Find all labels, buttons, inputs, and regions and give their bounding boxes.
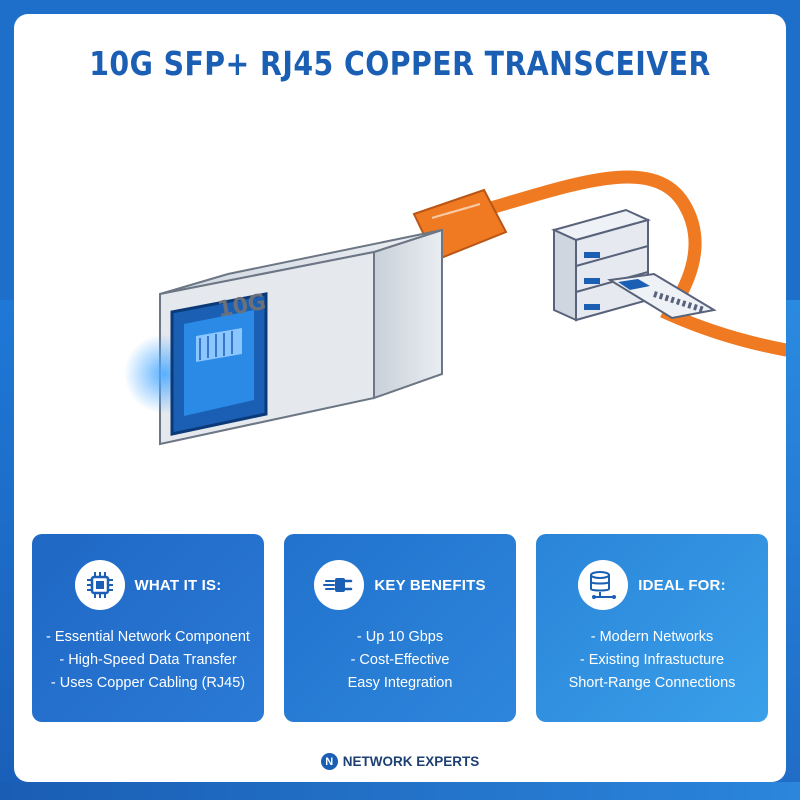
card-line: - Up 10 Gbps (356, 629, 444, 645)
brand-logo-icon: N (320, 753, 338, 770)
server-stack-icon (578, 560, 629, 610)
bottom-background-band (0, 782, 800, 800)
card-line: Short-Range Connections (568, 675, 736, 691)
card-line: - Existing Infrastucture (579, 652, 725, 668)
card-title: WHAT IT IS: (134, 576, 222, 594)
card-line: Easy Integration (347, 675, 453, 691)
card-line: - Essential Network Component (46, 629, 250, 645)
card-line: - Cost-Effective (350, 652, 450, 668)
card-title: IDEAL FOR: (638, 576, 726, 594)
infographic-canvas: 10G SFP+ RJ45 COPPER TRANSCEIVER (14, 14, 786, 782)
server-stack (551, 208, 651, 322)
card-title: KEY BENEFITS (374, 576, 486, 594)
plug-icon (314, 560, 365, 610)
page-title: 10G SFP+ RJ45 COPPER TRANSCEIVER (89, 44, 711, 83)
rj45-plug (607, 272, 717, 320)
card-line: - Uses Copper Cabling (RJ45) (50, 675, 246, 691)
chip-icon (74, 560, 125, 610)
card-line: - High-Speed Data Transfer (59, 652, 237, 668)
orange-cable (477, 170, 786, 357)
card-ideal-for: IDEAL FOR: - Modern Networks - Existing … (536, 534, 768, 722)
card-key-benefits: KEY BENEFITS - Up 10 Gbps - Cost-Effecti… (284, 534, 516, 722)
card-line: - Modern Networks (590, 629, 714, 645)
transceiver-illustration: 10G (124, 170, 786, 446)
card-what-it-is: WHAT IT IS: - Essential Network Componen… (32, 534, 264, 722)
brand-name: NETWORK EXPERTS (342, 754, 480, 769)
sfp-module (124, 228, 443, 446)
footer-brand: N NETWORK EXPERTS (14, 753, 786, 770)
